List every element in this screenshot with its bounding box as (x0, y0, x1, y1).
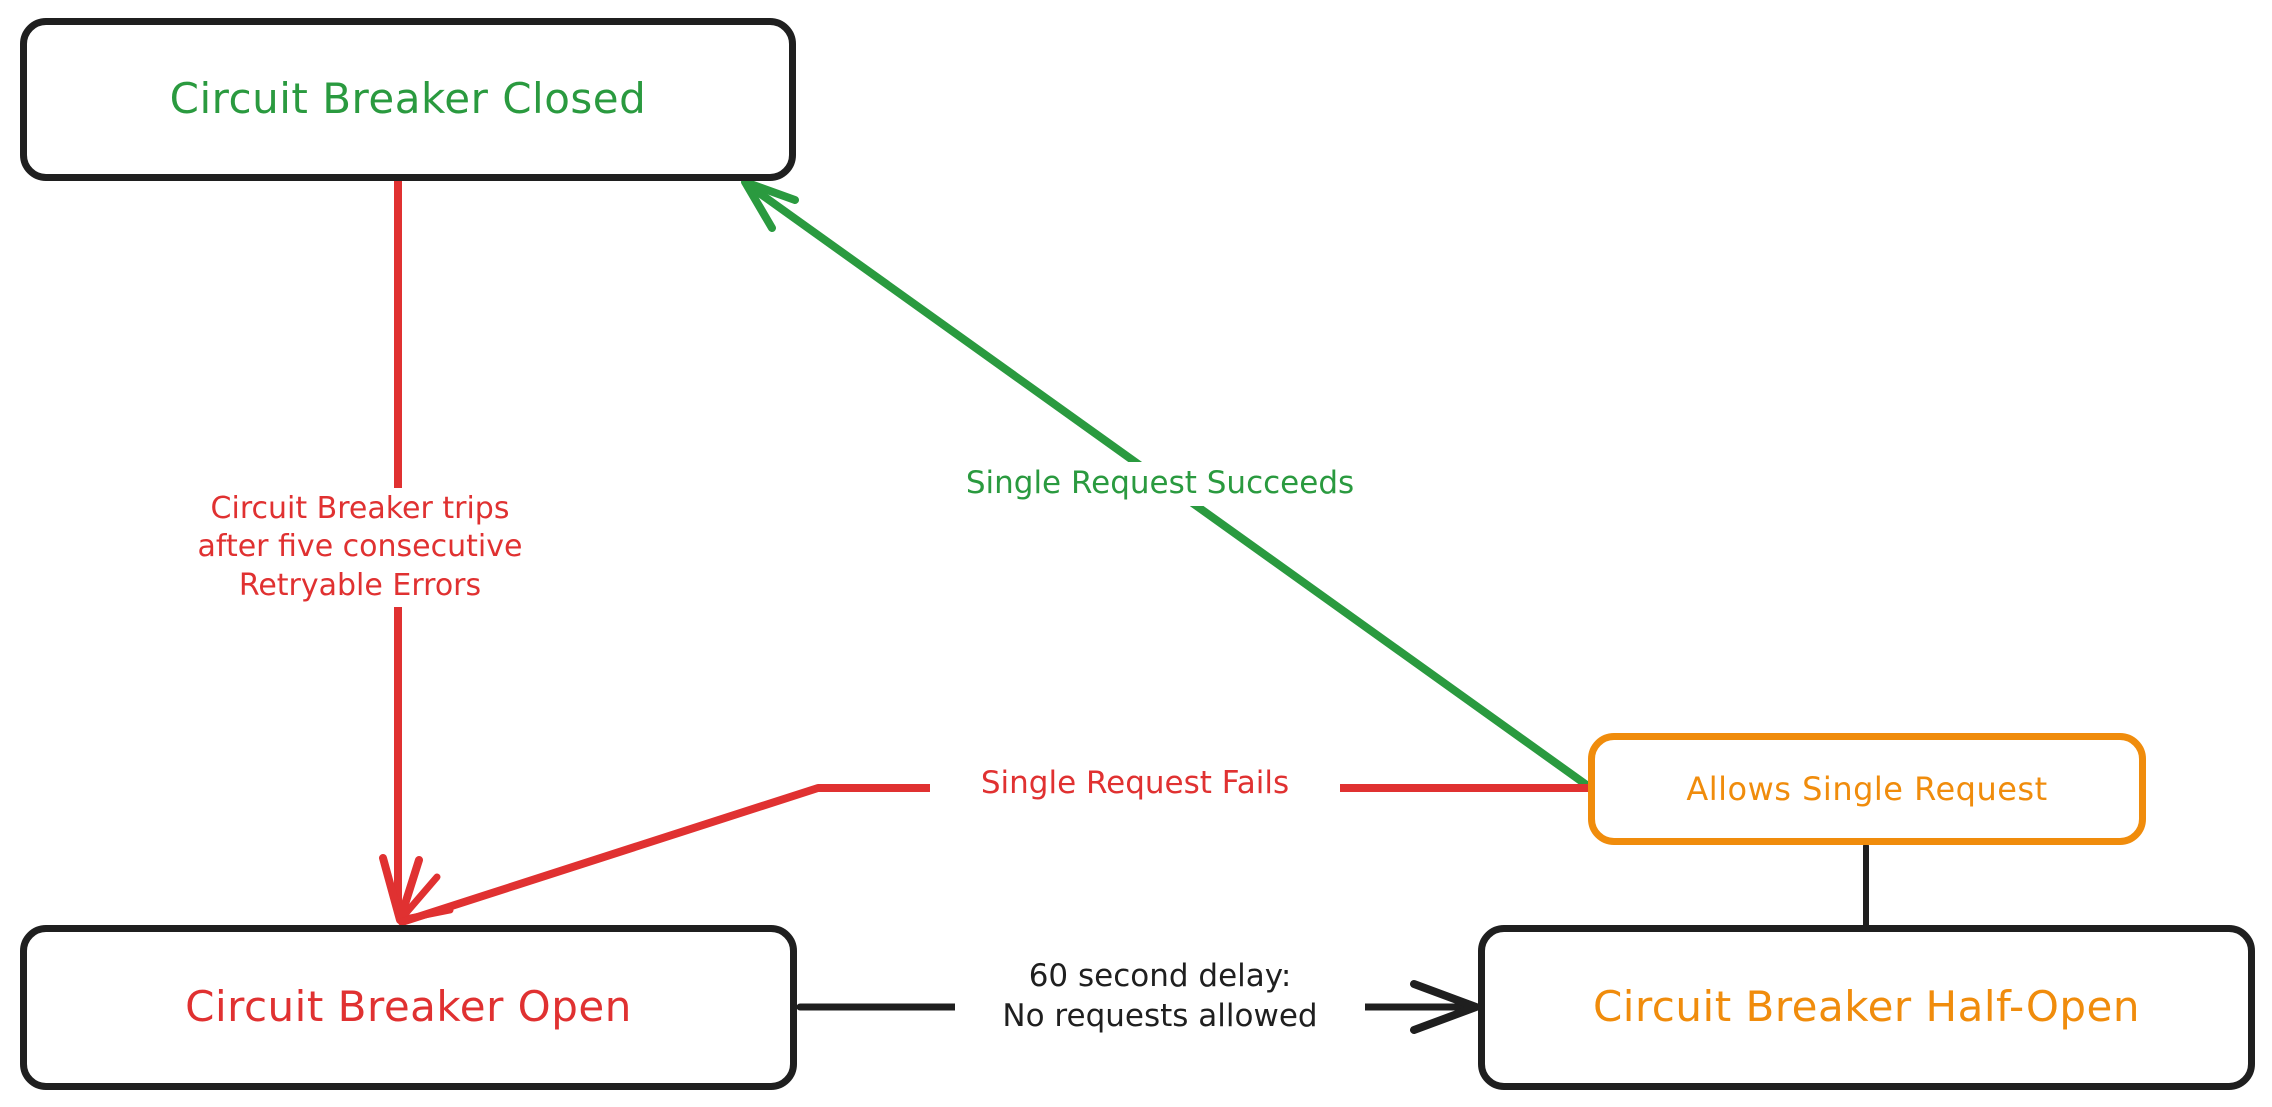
node-label-circuit-breaker-half-open: Circuit Breaker Half-Open (1592, 982, 2141, 1032)
node-label-circuit-breaker-closed: Circuit Breaker Closed (169, 74, 647, 124)
edge-label-closed-to-open: Circuit Breaker trips after five consecu… (150, 488, 570, 608)
node-circuit-breaker-open[interactable]: Circuit Breaker Open (20, 925, 797, 1090)
edge-label-open-to-halfopen: 60 second delay: No requests allowed (955, 955, 1365, 1039)
edge-label-allows-to-closed: Single Request Succeeds (910, 462, 1410, 506)
edge-allows-to-open (398, 784, 1592, 926)
node-circuit-breaker-half-open[interactable]: Circuit Breaker Half-Open (1478, 925, 2255, 1090)
node-allows-single-request[interactable]: Allows Single Request (1588, 733, 2146, 845)
node-label-allows-single-request: Allows Single Request (1686, 769, 2048, 808)
node-label-circuit-breaker-open: Circuit Breaker Open (185, 982, 632, 1032)
edge-label-allows-to-open: Single Request Fails (930, 762, 1340, 806)
node-circuit-breaker-closed[interactable]: Circuit Breaker Closed (20, 18, 796, 181)
